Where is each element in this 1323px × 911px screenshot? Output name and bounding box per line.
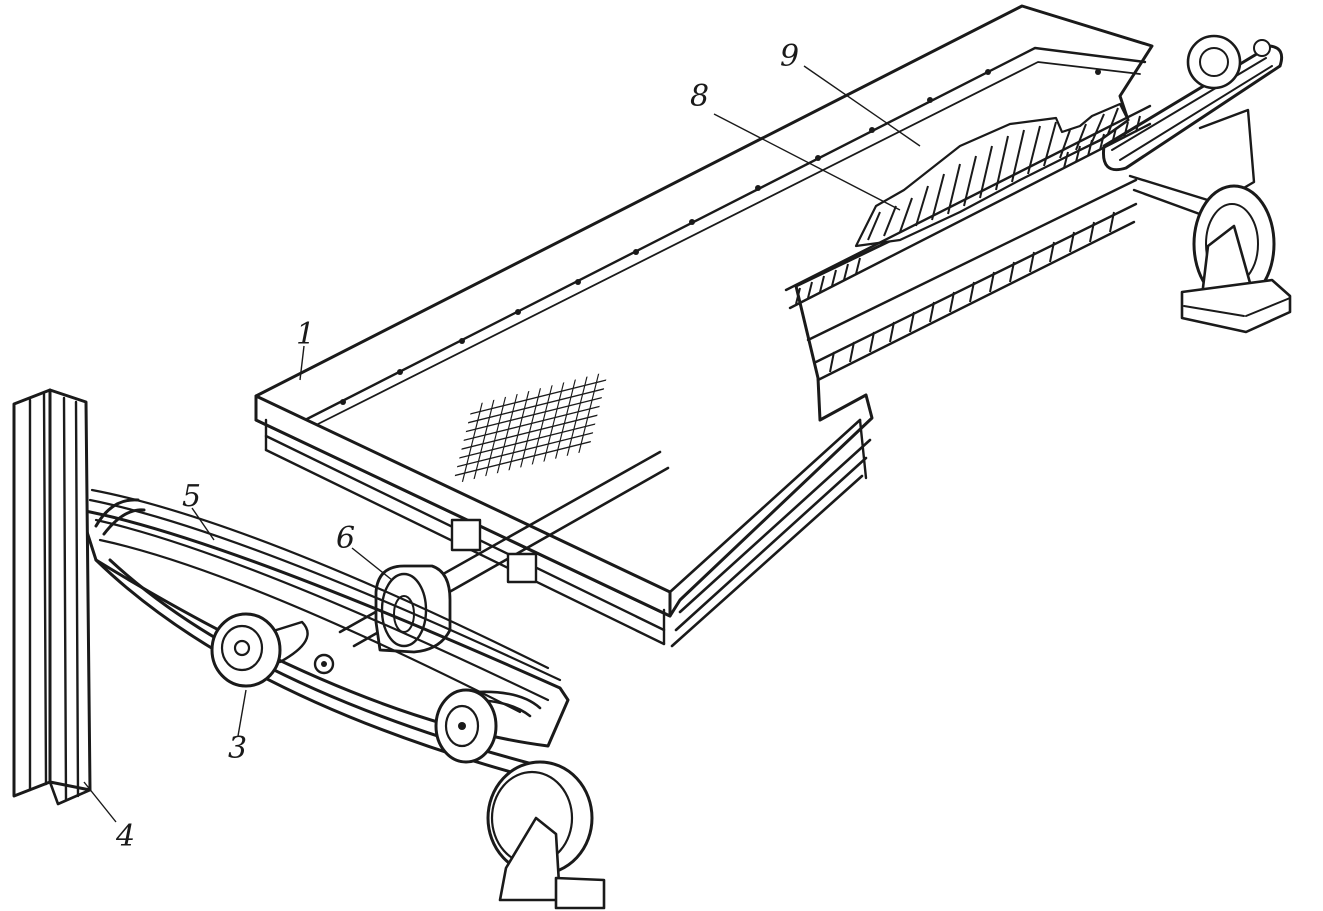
- pulley: [210, 612, 282, 688]
- lower-wheel: [434, 688, 498, 764]
- mesh-reinforcement: [454, 373, 607, 483]
- callout-9: 9: [780, 39, 799, 74]
- callout-6: 6: [336, 521, 355, 556]
- rim-rivets: [340, 69, 1101, 405]
- cutaway-brick-edge: [784, 104, 1152, 382]
- callout-4: 4: [115, 819, 135, 854]
- callout-3: 3: [228, 731, 247, 766]
- bearing-housing: [374, 564, 452, 654]
- right-support: [1180, 184, 1292, 334]
- callout-labels: 1 3 4 5 6 8 9: [115, 39, 799, 854]
- i-beam-column: [12, 388, 92, 806]
- callout-1: 1: [296, 317, 315, 352]
- callout-8: 8: [690, 79, 709, 114]
- tray-frame: [254, 4, 1154, 648]
- concrete-layer: [854, 102, 1130, 248]
- bottom-support: [486, 760, 606, 910]
- callout-5: 5: [182, 479, 201, 514]
- leader-lines: [83, 65, 921, 823]
